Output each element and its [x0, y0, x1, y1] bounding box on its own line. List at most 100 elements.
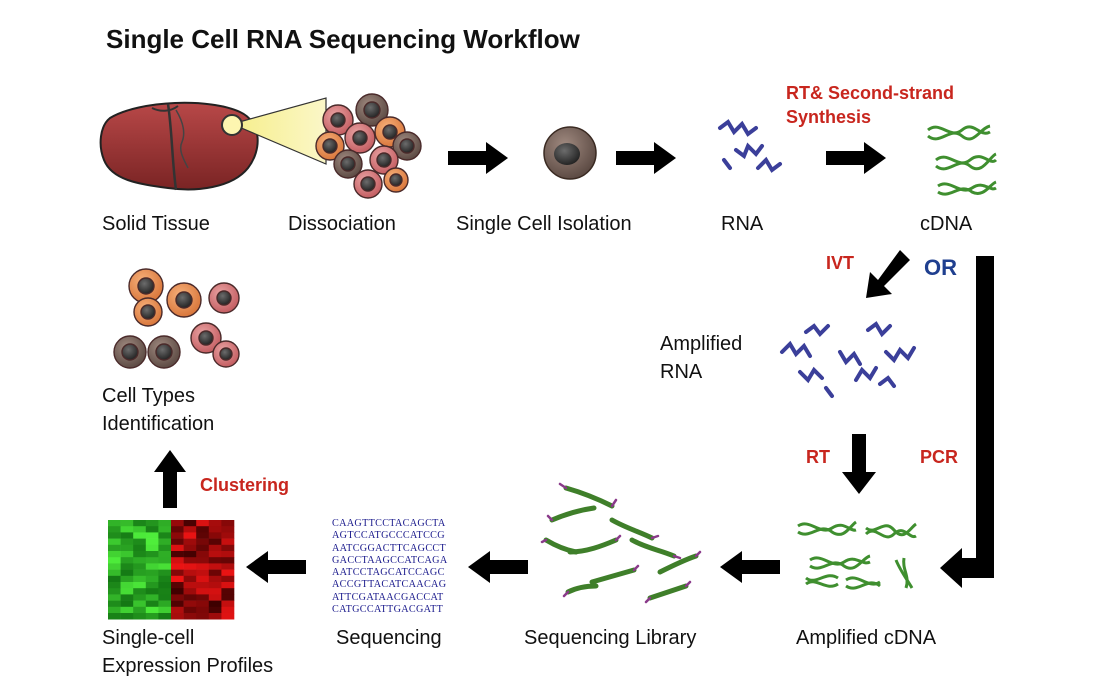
step-rt-second-strand-line1: RT& Second-strand: [786, 83, 955, 103]
heatmap-cell: [133, 544, 147, 552]
heatmap-cell: [108, 520, 121, 527]
heatmap-cell: [208, 538, 222, 546]
heatmap-cell: [221, 544, 235, 552]
heatmap-cell: [108, 563, 121, 570]
heatmap-cell: [145, 613, 159, 620]
heatmap-cell: [221, 526, 235, 533]
heatmap-cell: [145, 557, 159, 564]
sequence-read: AGTCCATGCCCATCCG: [332, 530, 445, 542]
heatmap-cell: [221, 532, 235, 539]
heatmap-cell: [208, 588, 222, 595]
heatmap-cell: [145, 588, 159, 595]
heatmap-cell: [120, 526, 134, 533]
heatmap-cell: [145, 606, 159, 614]
heatmap-cell: [196, 594, 210, 601]
heatmap-cell: [120, 532, 134, 539]
heatmap-cell: [133, 526, 147, 533]
heatmap-cell: [196, 563, 210, 570]
heatmap-cell: [196, 557, 210, 564]
heatmap-cell: [221, 606, 235, 614]
heatmap-cell: [208, 575, 222, 583]
heatmap-cell: [133, 563, 147, 570]
heatmap-cell: [158, 594, 172, 601]
heatmap-cell: [171, 520, 184, 527]
heatmap-cell: [158, 613, 172, 620]
heatmap-cell: [108, 600, 121, 608]
heatmap-cell: [120, 551, 134, 558]
heatmap-cell: [221, 588, 235, 595]
arrow-pcr-path: [940, 256, 994, 588]
heatmap-cell: [133, 575, 147, 583]
heatmap-cell: [171, 563, 184, 570]
heatmap-cell: [208, 582, 222, 589]
sequence-read: ACCGTTACATCAACAG: [332, 579, 447, 591]
heatmap-cell: [196, 613, 210, 620]
sequence-read: ATTCGATAACGACCAT: [332, 591, 444, 603]
heatmap-cell: [145, 551, 159, 558]
heatmap-cell: [158, 551, 172, 558]
heatmap-cell: [108, 557, 121, 564]
heatmap-cell: [171, 613, 184, 620]
heatmap-cell: [171, 532, 184, 539]
heatmap-cell: [208, 569, 222, 577]
heatmap-cell: [171, 606, 184, 614]
heatmap-cell: [108, 544, 121, 552]
label-expression-profiles-line1: Single-cell: [102, 627, 195, 649]
heatmap-cell: [108, 606, 121, 614]
heatmap-cell: [171, 551, 184, 558]
heatmap-cell: [196, 606, 210, 614]
heatmap-cell: [183, 538, 197, 546]
heatmap-cell: [183, 588, 197, 595]
heatmap-cell: [145, 563, 159, 570]
heatmap-cell: [171, 588, 184, 595]
step-ivt: IVT: [826, 253, 855, 273]
heatmap-cell: [171, 526, 184, 533]
heatmap-cell: [171, 582, 184, 589]
heatmap-cell: [196, 575, 210, 583]
arrow-cdna-to-amplified-rna: [866, 250, 910, 298]
heatmap-cell: [133, 538, 147, 546]
arrow-amplified-rna-to-cdna: [842, 434, 876, 494]
step-clustering: Clustering: [200, 475, 290, 495]
label-cdna: cDNA: [920, 213, 973, 235]
heatmap-cell: [108, 532, 121, 539]
heatmap-cell: [196, 532, 210, 539]
heatmap-cell: [145, 575, 159, 583]
heatmap-cell: [133, 569, 147, 577]
arrow-sequencing-to-profiles: [246, 551, 306, 583]
heatmap-cell: [133, 520, 147, 527]
heatmap-cell: [108, 575, 121, 583]
heatmap-cell: [221, 594, 235, 601]
heatmap-cell: [183, 551, 197, 558]
heatmap-cell: [133, 588, 147, 595]
label-dissociation: Dissociation: [288, 213, 396, 235]
liver-icon: [99, 101, 259, 191]
heatmap-cell: [120, 588, 134, 595]
heatmap-cell: [183, 606, 197, 614]
heatmap-cell: [196, 569, 210, 577]
heatmap-cell: [183, 557, 197, 564]
amplified-cdna-icon: [797, 520, 917, 590]
heatmap-cell: [120, 520, 134, 527]
sequence-read: CAAGTTCCTACAGCTA: [332, 518, 446, 529]
heatmap-cell: [196, 551, 210, 558]
label-single-cell-isolation: Single Cell Isolation: [456, 213, 632, 235]
heatmap-cell: [120, 600, 134, 608]
heatmap-cell: [196, 582, 210, 589]
heatmap-cell: [158, 569, 172, 577]
heatmap-cell: [208, 520, 222, 527]
arrow-isolation-to-rna: [616, 142, 676, 174]
heatmap-cell: [145, 600, 159, 608]
sequence-read: GACCTAAGCCATCAGA: [332, 554, 448, 566]
heatmap-cell: [133, 594, 147, 601]
heatmap-cell: [145, 544, 159, 552]
heatmap-cell: [208, 563, 222, 570]
heatmap-cell: [120, 557, 134, 564]
heatmap-cell: [183, 594, 197, 601]
label-cell-types-line2: Identification: [102, 413, 215, 435]
label-amplified-rna-line2: RNA: [660, 361, 703, 383]
heatmap-cell: [133, 613, 147, 620]
heatmap-cell: [196, 538, 210, 546]
sequence-read: AATCGGACTTCAGCCT: [332, 542, 447, 554]
label-amplified-cdna: Amplified cDNA: [796, 627, 937, 649]
